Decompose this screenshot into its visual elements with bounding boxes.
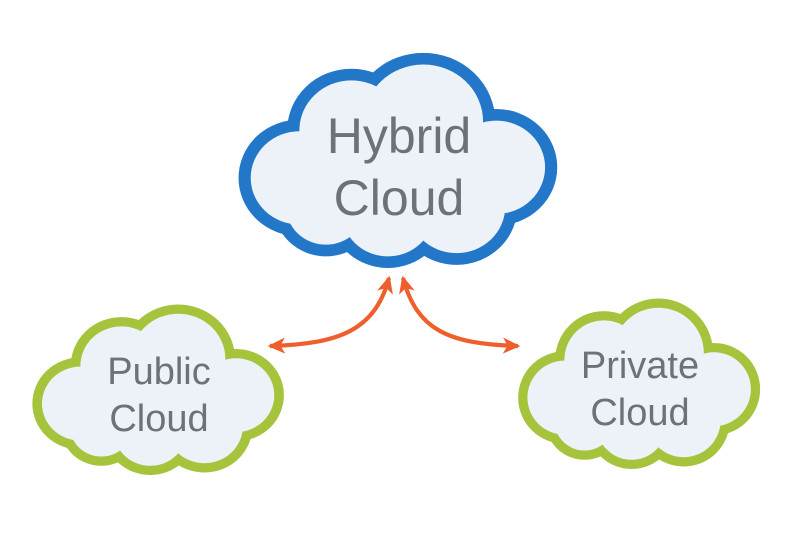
arrow-private-to-hybrid (399, 275, 521, 354)
cloud-icon (233, 56, 565, 268)
private-cloud-node: Private Cloud (514, 301, 766, 469)
public-cloud-node: Public Cloud (28, 307, 290, 475)
cloud-icon (514, 301, 766, 469)
cloud-icon (28, 307, 290, 475)
hybrid-cloud-node: Hybrid Cloud (233, 56, 565, 268)
